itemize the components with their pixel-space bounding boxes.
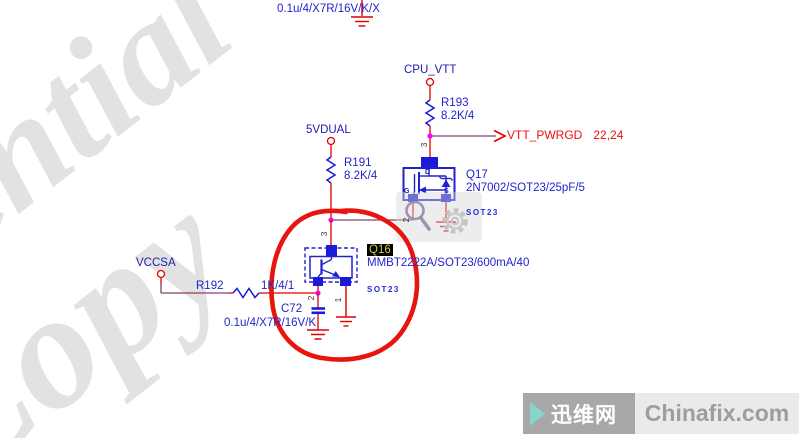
gear-icon[interactable] [442, 208, 468, 234]
r193-value: 8.2K/4 [441, 110, 475, 122]
c72-refdes: C72 [281, 303, 303, 315]
net-flag-pages: 22,24 [593, 128, 624, 142]
annotation-circle [269, 208, 420, 362]
transistor-q16-symbol [304, 245, 358, 286]
q17-pin2-number: 2 [401, 217, 411, 223]
c72-ground-symbol [307, 329, 329, 340]
q16-footprint: SOT23 [367, 285, 400, 294]
net-terminal-vccsa [156, 269, 166, 293]
logo-cn-block: 迅维网 [523, 393, 635, 434]
top-capacitor-value: 0.1u/4/X7R/16V/K/X [277, 3, 380, 15]
net-label-cpu-vtt: CPU_VTT [404, 64, 457, 76]
q17-source-letter: S [444, 188, 449, 195]
magnifier-icon[interactable] [405, 200, 431, 231]
resistor-r192 [161, 287, 318, 299]
r191-value: 8.2K/4 [344, 170, 378, 182]
top-capacitor-ground-symbol [351, 0, 373, 27]
capacitor-c72 [311, 293, 325, 330]
viewer-overlay-panel [396, 192, 482, 242]
r192-refdes: R192 [196, 280, 224, 292]
q16-refdes: Q16 [367, 244, 393, 257]
resistor-r191 [325, 156, 337, 220]
transistor-q17-symbol [402, 157, 456, 202]
net-label-5vdual: 5VDUAL [306, 124, 351, 136]
q16-pin2-number: 2 [306, 295, 316, 301]
q16-value: MMBT2222A/SOT23/600mA/40 [367, 257, 530, 269]
net-flag-name: VTT_PWRGD [507, 128, 583, 142]
q17-value: 2N7002/SOT23/25pF/5 [466, 182, 585, 194]
q16-refdes-highlight: Q16 [367, 244, 393, 256]
net-terminal-5vdual [326, 136, 336, 157]
net-terminal-cpu-vtt [425, 77, 435, 100]
q17-gate-letter: G [404, 188, 410, 195]
wire-vtt-pwrgd [430, 129, 507, 143]
chinafix-logo: 迅维网 Chinafix.com [523, 393, 799, 434]
q17-refdes: Q17 [466, 169, 488, 181]
q17-drain-letter: D [425, 169, 431, 176]
r191-refdes: R191 [344, 157, 372, 169]
c72-value: 0.1u/4/X7R/16V/K [224, 317, 317, 329]
logo-site-name-en: Chinafix.com [644, 400, 790, 426]
q16-emitter-ground-symbol [336, 286, 356, 327]
q17-pin3-number: 3 [419, 142, 429, 148]
chevron-icon [530, 401, 545, 426]
q16-pin1-number: 1 [333, 297, 343, 303]
net-flag-vtt-pwrgd: VTT_PWRGD 22,24 [507, 129, 623, 142]
r192-value: 1K/4/1 [261, 280, 295, 292]
resistor-r193 [424, 99, 436, 136]
r193-refdes: R193 [441, 97, 469, 109]
junction-vtt-pwrgd [427, 133, 433, 139]
logo-en-block: Chinafix.com [635, 393, 799, 434]
q16-pin3-number: 3 [319, 231, 329, 237]
net-label-vccsa: VCCSA [136, 257, 176, 269]
q17-footprint: SOT23 [466, 208, 499, 217]
logo-site-name-cn: 迅维网 [551, 403, 617, 427]
